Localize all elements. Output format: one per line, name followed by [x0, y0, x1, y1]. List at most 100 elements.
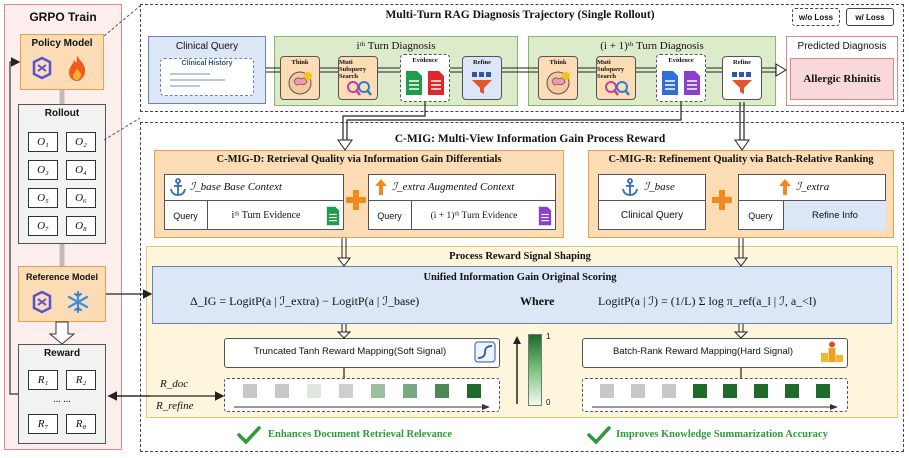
soft-mapping-label: Truncated Tanh Reward Mapping(Soft Signa… — [253, 346, 447, 357]
fire-icon — [66, 54, 88, 82]
reference-model-box[interactable] — [18, 266, 106, 322]
model-logo-icon — [30, 56, 54, 80]
d-base-evidence: iᵗʰ Turn Evidence — [231, 210, 301, 221]
d-base-query: Query — [164, 201, 208, 230]
hard-mapping-box — [582, 338, 848, 368]
hard-signal-square — [661, 384, 676, 398]
hard-signal-strip — [582, 378, 848, 412]
rollout-output: O₅ — [28, 188, 58, 208]
evidence-label: Evidence — [668, 57, 694, 64]
plus-icon — [712, 190, 732, 210]
d-extra-divider — [368, 200, 556, 201]
r-extra-query: Query — [738, 201, 784, 230]
turn-i-label: iᵗʰ Turn Diagnosis — [356, 40, 436, 52]
rollout-output: O₄ — [66, 160, 96, 180]
hard-signal-squares — [592, 382, 838, 402]
document-purple-icon — [683, 70, 701, 96]
search-label: Muti Subquery Search — [339, 59, 367, 80]
filter-icon — [730, 70, 754, 96]
arrow-up-icon — [374, 178, 388, 196]
scale-max-label: 1 — [546, 332, 551, 341]
r-refine-label: R_refine — [156, 400, 194, 412]
tanh-icon — [474, 341, 496, 363]
legend-loss: w/ Loss — [846, 8, 894, 26]
predicted-diagnosis-label: Predicted Diagnosis — [797, 41, 887, 52]
formula-delta: Δ_IG = LogitP(a | ℐ_extra) − LogitP(a | … — [190, 294, 420, 308]
d-extra-card — [368, 174, 556, 230]
clinical-history-label: Clinical History — [181, 60, 233, 67]
policy-model-label: Policy Model — [31, 38, 93, 49]
document-green-icon — [405, 70, 423, 96]
hard-signal-square — [631, 384, 646, 398]
hard-signal-square — [815, 384, 830, 398]
d-extra-query: Query — [368, 201, 412, 230]
clinical-query-label: Clinical Query — [175, 41, 239, 52]
refine-label: Refine — [732, 59, 752, 66]
grpo-title: GRPO Train — [29, 10, 97, 24]
hard-signal-square — [723, 384, 738, 398]
soft-signal-arrow — [234, 404, 490, 410]
plus-icon — [346, 190, 366, 210]
soft-signal-square — [307, 384, 321, 398]
search-icon — [604, 80, 630, 98]
search-icon — [346, 80, 372, 98]
r-refine-info: Refine Info — [784, 201, 886, 230]
rollout-output: O₇ — [28, 216, 58, 236]
anchor-icon — [170, 178, 186, 196]
turn-i1-label: (i + 1)ᵗʰ Turn Diagnosis — [600, 40, 704, 52]
soft-signal-square — [275, 384, 289, 398]
footer-right: Improves Knowledge Summarization Accurac… — [616, 429, 828, 440]
rollout-output: O₆ — [66, 188, 96, 208]
r-doc-label: R_doc — [160, 378, 189, 390]
reward-cell: R₁ — [28, 370, 58, 390]
soft-signal-square — [403, 384, 417, 398]
rollout-output: O₃ — [28, 160, 58, 180]
soft-signal-square — [371, 384, 385, 398]
soft-mapping-box — [224, 338, 500, 368]
brain-icon — [286, 70, 314, 96]
reward-label: Reward — [43, 348, 81, 359]
soft-signal-strip — [224, 378, 500, 412]
rollout-output: O₁ — [28, 132, 58, 152]
d-base-card — [164, 174, 344, 230]
shaping-title: Process Reward Signal Shaping — [449, 251, 591, 262]
color-scale-bar — [528, 334, 542, 406]
filter-icon — [470, 70, 494, 96]
search-label: Muti Subquery Search — [597, 59, 625, 80]
clinical-history-card — [160, 58, 254, 96]
trajectory-title: Multi-Turn RAG Diagnosis Trajectory (Sin… — [385, 9, 655, 21]
history-lines — [170, 72, 240, 92]
soft-signal-square — [435, 384, 449, 398]
rollout-label: Rollout — [44, 108, 80, 119]
check-icon — [237, 426, 261, 445]
d-extra-evidence: (i + 1)ᵗʰ Turn Evidence — [430, 210, 518, 221]
r-extra-divider — [738, 200, 886, 201]
hard-signal-square — [784, 384, 799, 398]
think-label: Think — [549, 59, 567, 66]
podium-icon — [820, 341, 844, 363]
snowflake-icon — [66, 290, 90, 314]
formula-logitp: LogitP(a | ℐ) = (1/L) Σ log π_ref(a_l | … — [598, 294, 817, 308]
scale-arrow — [512, 336, 522, 406]
legend-no-loss: w/o Loss — [792, 8, 840, 26]
document-red-icon — [427, 70, 445, 96]
soft-signal-squares — [234, 382, 490, 402]
reward-ellipsis: ... ... — [53, 394, 71, 405]
reference-model-label: Reference Model — [25, 272, 99, 282]
search-step[interactable]: Muti Subquery Search — [338, 56, 378, 100]
scale-min-label: 0 — [546, 398, 551, 407]
think-label: Think — [291, 59, 309, 66]
hard-signal-arrow — [592, 404, 838, 410]
document-green-icon — [326, 206, 340, 226]
hard-signal-square — [600, 384, 615, 398]
formula-where: Where — [520, 294, 555, 308]
d-extra-label: ℐ_extra Augmented Context — [392, 181, 515, 193]
predicted-diagnosis-value: Allergic Rhinitis — [790, 58, 894, 100]
unified-scoring-box — [152, 266, 892, 324]
hard-signal-square — [754, 384, 769, 398]
d-base-label: ℐ_base Base Context — [190, 181, 282, 193]
cmig-d-title: C-MIG-D: Retrieval Quality via Informati… — [216, 154, 502, 165]
evidence-label: Evidence — [412, 57, 438, 64]
r-extra-label: ℐ_extra — [796, 181, 830, 193]
soft-signal-square — [467, 384, 481, 398]
